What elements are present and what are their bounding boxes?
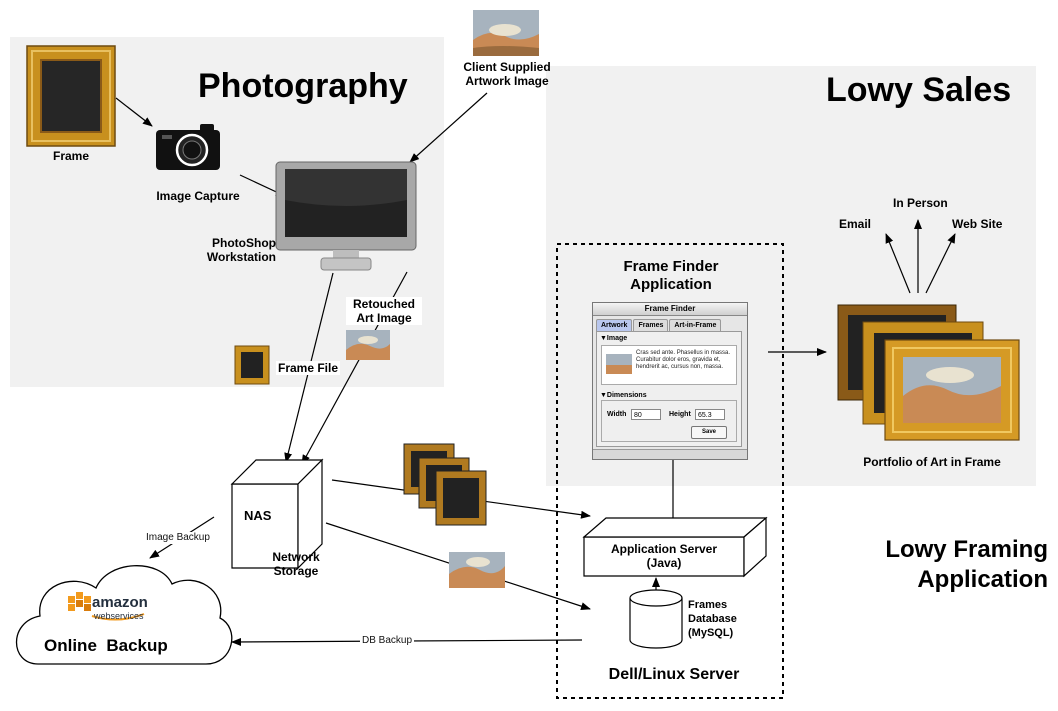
photography-title: Photography — [198, 67, 408, 105]
retouched-label-2: Art Image — [346, 311, 422, 325]
ff-image-section[interactable]: ▼Image — [600, 335, 628, 342]
nas-label: NAS — [244, 508, 272, 523]
frame-finder-window: Frame Finder Artwork Frames Art-in-Frame… — [592, 302, 748, 460]
retouched-image — [346, 330, 390, 360]
workstation-label-2: Workstation — [206, 250, 276, 264]
image-backup-label: Image Backup — [144, 532, 212, 544]
monitor-icon — [275, 161, 417, 271]
app-server-label-2: (Java) — [646, 556, 682, 570]
ff-image-text: Cras sed ante. Phasellus in massa. Curab… — [636, 350, 731, 370]
frame-finder-title-1: Frame Finder — [623, 258, 719, 275]
frame-file-label: Frame File — [276, 361, 341, 375]
ff-width-label: Width — [607, 411, 627, 418]
aws-smile-icon — [91, 613, 145, 621]
edge-portfolio-website — [925, 233, 956, 294]
aws-logo-icon — [68, 592, 91, 611]
edge-portfolio-email — [885, 233, 911, 294]
ff-image-panel: Cras sed ante. Phasellus in massa. Curab… — [601, 345, 737, 385]
app-title-line1: Lowy Framing — [885, 536, 1048, 563]
nas-caption-1: Network — [272, 550, 320, 564]
app-server-box — [582, 516, 768, 578]
in-person-label: In Person — [893, 196, 948, 210]
retouched-label-1: Retouched — [346, 297, 422, 311]
frame-finder-title-2: Application — [630, 276, 712, 293]
client-image-label-1: Client Supplied — [463, 60, 551, 74]
frame-stack-icon — [403, 443, 487, 526]
db-backup-label: DB Backup — [360, 635, 415, 647]
edge-client-workstation — [409, 92, 488, 163]
frame-label: Frame — [52, 149, 90, 163]
ff-tabbar: Artwork Frames Art-in-Frame — [596, 319, 722, 331]
database-label-3: (MySQL) — [688, 627, 734, 639]
ff-tab-frames[interactable]: Frames — [633, 319, 669, 331]
app-title-line2: Application — [917, 566, 1048, 593]
server-label: Dell/Linux Server — [608, 666, 740, 683]
camera-icon — [156, 124, 220, 170]
frame-file-icon — [234, 345, 270, 385]
aws-sub-text: webservices — [94, 611, 144, 621]
ff-dimensions-section[interactable]: ▼Dimensions — [600, 392, 647, 399]
art-image-to-db — [449, 552, 505, 588]
ff-height-input[interactable]: 65.3 — [695, 409, 725, 420]
nas-caption-2: Storage — [273, 564, 319, 578]
portfolio-label: Portfolio of Art in Frame — [863, 455, 1001, 469]
database-label-2: Database — [688, 613, 737, 625]
aws-brand-text: amazon — [92, 594, 148, 611]
portfolio-frames-icon — [837, 304, 1020, 441]
nas-cube-icon — [230, 458, 324, 570]
image-capture-label: Image Capture — [156, 189, 240, 203]
database-cylinder-icon — [629, 589, 683, 649]
ff-width-input[interactable]: 80 — [631, 409, 661, 420]
ff-height-label: Height — [669, 411, 691, 418]
cloud-shape — [16, 565, 233, 665]
edge-frame-camera — [115, 97, 153, 127]
ff-dimensions-panel — [601, 400, 737, 442]
ff-tab-artwork[interactable]: Artwork — [596, 319, 633, 331]
sales-title: Lowy Sales — [826, 71, 1012, 109]
ff-title: Frame Finder — [593, 303, 747, 316]
email-label: Email — [839, 217, 872, 231]
server-boundary — [556, 243, 784, 699]
client-artwork-image — [473, 10, 539, 56]
frame-icon — [26, 45, 116, 147]
database-label-1: Frames — [688, 599, 728, 611]
ff-save-button[interactable]: Save — [691, 426, 727, 439]
ff-tab-art-in-frame[interactable]: Art-in-Frame — [669, 319, 722, 331]
ff-thumbnail — [606, 354, 632, 374]
online-backup-label: Online Backup — [44, 636, 168, 655]
workstation-label-1: PhotoShop — [212, 236, 276, 250]
ff-body: ▼Image Cras sed ante. Phasellus in massa… — [596, 331, 742, 447]
ff-scrollbar[interactable] — [593, 449, 747, 459]
app-server-label-1: Application Server — [610, 542, 718, 556]
client-image-label-2: Artwork Image — [465, 74, 549, 88]
web-site-label: Web Site — [952, 217, 1003, 231]
